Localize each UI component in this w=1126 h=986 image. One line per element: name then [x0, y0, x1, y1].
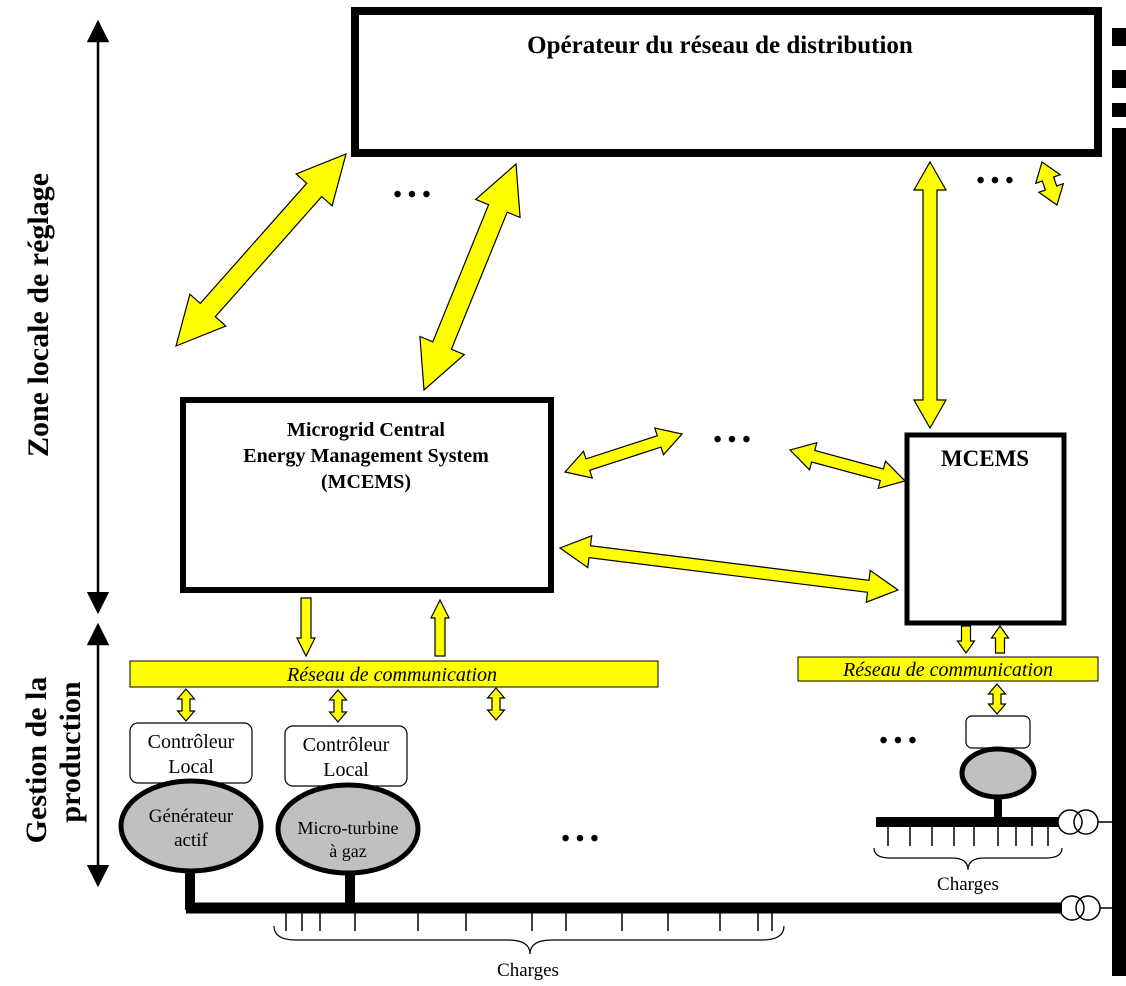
arrow-comm-up — [430, 598, 450, 657]
ellipsis-bottom-right: • • • — [879, 728, 916, 754]
arrow-operator-mcems — [419, 162, 521, 392]
arrow-comm-right-up — [990, 624, 1010, 654]
ellipsis-middle: • • • — [713, 427, 750, 453]
charges-brace-bottom — [273, 925, 785, 955]
local-controller-1-line2: Local — [168, 756, 214, 778]
ellipsis-top: • • • — [393, 182, 430, 208]
ellipsis-top-right: • • • — [976, 168, 1013, 194]
turbine-line2: à gaz — [329, 841, 366, 861]
generator-actif — [118, 778, 264, 874]
operator-box — [351, 7, 1102, 157]
charges-bottom-label: Charges — [497, 960, 559, 981]
mcems-right-box — [904, 432, 1067, 626]
mcems-main-line1: Microgrid Central — [287, 419, 445, 441]
local-controller-2-line2: Local — [323, 759, 369, 781]
local-controller-2-line1: Contrôleur — [303, 734, 390, 756]
local-controller-3 — [965, 715, 1031, 749]
gestion-production-label-line2: production — [54, 681, 87, 822]
comm-network-left-bar — [129, 660, 659, 688]
mcems-right-title: MCEMS — [941, 446, 1029, 471]
load-ticks — [285, 826, 1049, 931]
arrow-comm-controller-1 — [176, 688, 196, 722]
mcems-main-line2: Energy Management System — [243, 445, 489, 467]
right-source — [959, 746, 1037, 800]
arrow-comm-spare — [486, 687, 506, 721]
transformer-main-bus — [1059, 895, 1112, 921]
turbine-line1: Micro-turbine — [298, 818, 399, 838]
mcems-main-box — [180, 397, 554, 593]
charges-brace-right — [873, 847, 1063, 871]
comm-network-left-label: Réseau de communication — [286, 664, 497, 686]
arrow-operator-right-mcems — [912, 160, 948, 430]
generator-line1: Générateur — [149, 806, 234, 827]
arrow-operator-left — [175, 152, 347, 348]
right-edge-bus — [1112, 28, 1126, 976]
arrow-mcems-main-to-right — [558, 534, 900, 604]
arrow-mcems-to-dots-left — [563, 427, 684, 479]
ellipsis-bottom-middle: • • • — [561, 826, 598, 852]
arrows-group — [175, 152, 1065, 723]
arrow-mcems-down — [296, 597, 316, 658]
transformer-right-bus — [1057, 809, 1112, 835]
mcems-main-line3: (MCEMS) — [321, 471, 411, 493]
micro-turbine — [275, 782, 421, 876]
comm-network-right-bar — [797, 656, 1099, 682]
local-controller-1-line1: Contrôleur — [148, 731, 235, 753]
operator-title: Opérateur du réseau de distribution — [527, 32, 913, 59]
gestion-production-label-line1: Gestion de la — [20, 677, 53, 844]
zone-locale-label: Zone locale de réglage — [22, 173, 55, 457]
arrow-operator-far-right — [1034, 161, 1065, 206]
arrow-comm-controller-3 — [987, 683, 1007, 715]
arrow-comm-controller-2 — [328, 689, 348, 723]
arrow-dots-right-to-mcems — [788, 441, 907, 490]
charges-right-label: Charges — [937, 874, 999, 895]
main-bus-bar — [185, 868, 1062, 914]
comm-network-right-label: Réseau de communication — [842, 659, 1053, 681]
arrow-mcems-right-down — [956, 625, 976, 655]
generator-line2: actif — [174, 830, 208, 851]
